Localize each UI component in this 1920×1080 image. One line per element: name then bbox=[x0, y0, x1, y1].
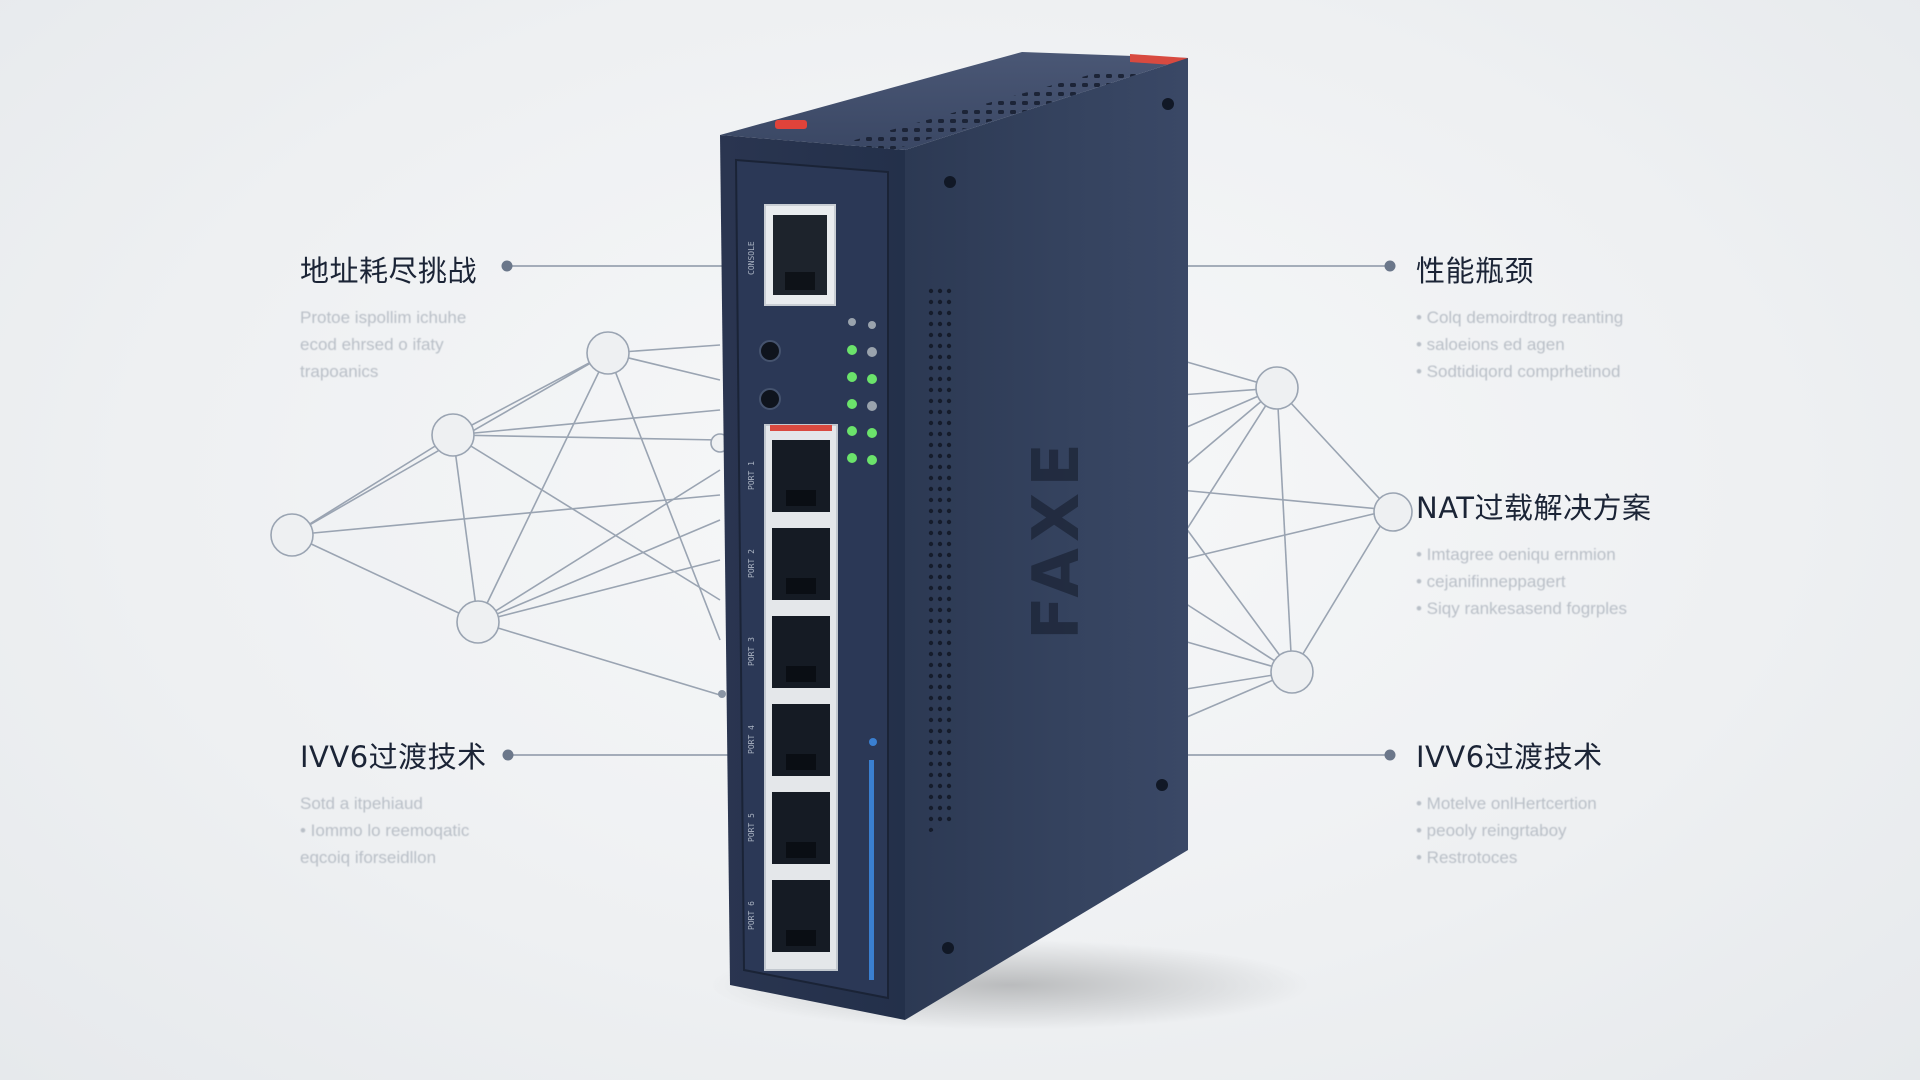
reset-button[interactable] bbox=[759, 340, 781, 362]
annotation-line: • Colq demoirdtrog reanting bbox=[1416, 308, 1624, 327]
annotation-top-left: 地址耗尽挑战 Protoe ispollim ichuhe ecod ehrse… bbox=[300, 248, 720, 385]
annotation-line: • Sodtidiqord comprhetinod bbox=[1416, 362, 1621, 381]
svg-text:PORT 1: PORT 1 bbox=[747, 461, 756, 490]
annotation-connectors bbox=[507, 265, 1390, 756]
annotation-top-right: 性能瓶颈 • Colq demoirdtrog reanting • saloe… bbox=[1416, 248, 1836, 385]
annotation-line: eqcoiq iforseidllon bbox=[300, 848, 437, 867]
network-graph-right bbox=[1179, 359, 1413, 721]
power-indicator bbox=[775, 120, 807, 129]
device-side-face bbox=[905, 58, 1188, 1020]
status-leds bbox=[847, 318, 877, 980]
annotation-line: trapoanics bbox=[300, 362, 379, 381]
annotation-title: NAT过载解决方案 bbox=[1416, 491, 1652, 525]
annotation-line: • saloeions ed agen bbox=[1416, 335, 1565, 354]
annotation-title: 性能瓶颈 bbox=[1416, 254, 1535, 288]
annotation-line: • Motelve onlHertcertion bbox=[1416, 794, 1597, 813]
connector-dot-bottom-right bbox=[1384, 749, 1396, 761]
connector-dot-bottom-left bbox=[502, 749, 514, 761]
brand-logo: FAXE bbox=[1020, 437, 1094, 640]
annotation-line: • peooly reingrtaboy bbox=[1416, 821, 1567, 840]
annotation-bottom-left: IVV6过渡技术 Sotd a itpehiaud • Iommo lo ree… bbox=[300, 734, 720, 871]
annotation-line: • Siqy rankesasend fogrples bbox=[1416, 599, 1628, 618]
side-vent-grille bbox=[925, 282, 955, 835]
annotation-line: • Restrotoces bbox=[1416, 848, 1518, 867]
svg-text:PORT 6: PORT 6 bbox=[747, 901, 756, 930]
top-vent-grille bbox=[790, 72, 1150, 162]
annotation-line: • cejanifinneppagert bbox=[1416, 572, 1566, 591]
svg-text:PORT 2: PORT 2 bbox=[747, 549, 756, 578]
ethernet-port-block bbox=[764, 424, 838, 971]
network-graph-left bbox=[270, 331, 730, 696]
svg-text:PORT 3: PORT 3 bbox=[747, 637, 756, 666]
annotation-bottom-right: IVV6过渡技术 • Motelve onlHertcertion • peoo… bbox=[1416, 734, 1836, 871]
connector-dot-top-left bbox=[501, 260, 513, 272]
device-top-face bbox=[720, 52, 1188, 150]
blue-light-strip bbox=[869, 760, 874, 980]
connector-dot-top-right bbox=[1384, 260, 1396, 272]
port-labels: CONSOLE PORT 1 PORT 2 PORT 3 PORT 4 PORT… bbox=[747, 241, 756, 930]
annotation-line: Protoe ispollim ichuhe bbox=[300, 308, 467, 327]
svg-text:CONSOLE: CONSOLE bbox=[747, 241, 756, 275]
svg-text:PORT 4: PORT 4 bbox=[747, 725, 756, 754]
annotation-title: IVV6过渡技术 bbox=[300, 740, 487, 774]
annotation-middle-right: NAT过载解决方案 • Imtagree oeniqu ernmion • ce… bbox=[1416, 485, 1836, 622]
annotation-line: • Imtagree oeniqu ernmion bbox=[1416, 545, 1616, 564]
svg-text:PORT 5: PORT 5 bbox=[747, 813, 756, 842]
annotation-line: ecod ehrsed o ifaty bbox=[300, 335, 444, 354]
annotation-title: 地址耗尽挑战 bbox=[300, 254, 478, 288]
mode-button[interactable] bbox=[759, 388, 781, 410]
annotation-line: Sotd a itpehiaud bbox=[300, 794, 423, 813]
network-switch-device: FAXE bbox=[720, 52, 1188, 1020]
annotation-title: IVV6过渡技术 bbox=[1416, 740, 1603, 774]
annotation-dots bbox=[501, 260, 1396, 761]
console-port bbox=[764, 204, 836, 306]
annotation-line: • Iommo lo reemoqatic bbox=[300, 821, 470, 840]
